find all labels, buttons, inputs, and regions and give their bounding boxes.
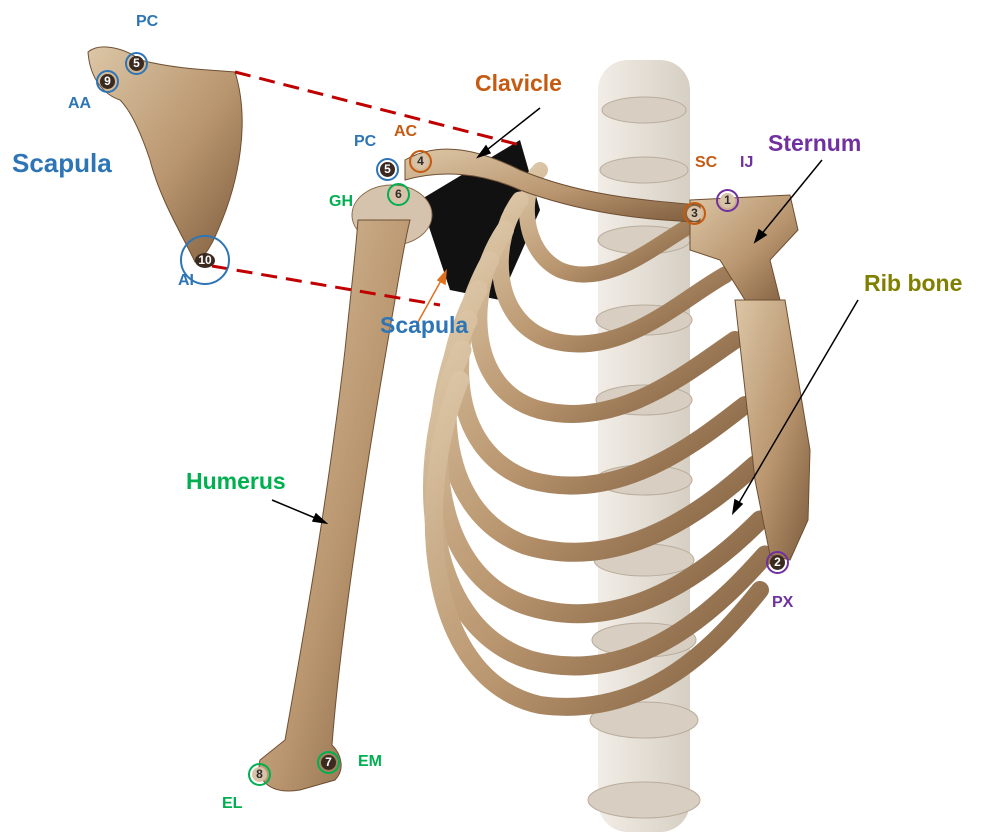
rib-bone-label: Rib bone [864,272,962,295]
landmark-marker-gh: 6 [387,183,410,206]
landmark-marker-ij: 1 [716,189,739,212]
landmark-marker-pc-inset: 5 [125,52,148,75]
landmark-pc-label: PC [354,134,376,150]
landmark-marker-el: 8 [248,763,271,786]
landmark-marker-ac: 4 [409,150,432,173]
scapula-label: Scapula [380,314,468,337]
landmark-pc-inset-label: PC [136,14,158,30]
landmark-marker-ai: 10 [180,235,230,285]
landmark-px-label: PX [772,595,793,611]
humerus-label: Humerus [186,470,286,493]
landmark-ac-label: AC [394,124,417,140]
landmark-marker-sc: 3 [683,202,706,225]
clavicle-label: Clavicle [475,72,562,95]
landmark-marker-pc: 5 [376,158,399,181]
landmark-aa-label: AA [68,96,91,112]
landmark-el-label: EL [222,796,242,812]
landmark-marker-em: 7 [317,751,340,774]
landmark-ij-label: IJ [740,155,753,171]
landmark-sc-label: SC [695,155,717,171]
landmark-gh-label: GH [329,194,353,210]
sternum-label: Sternum [768,132,861,155]
landmark-em-label: EM [358,754,382,770]
landmark-marker-px: 2 [766,551,789,574]
scapula-inset-title: Scapula [12,150,112,176]
landmark-marker-aa: 9 [96,70,119,93]
